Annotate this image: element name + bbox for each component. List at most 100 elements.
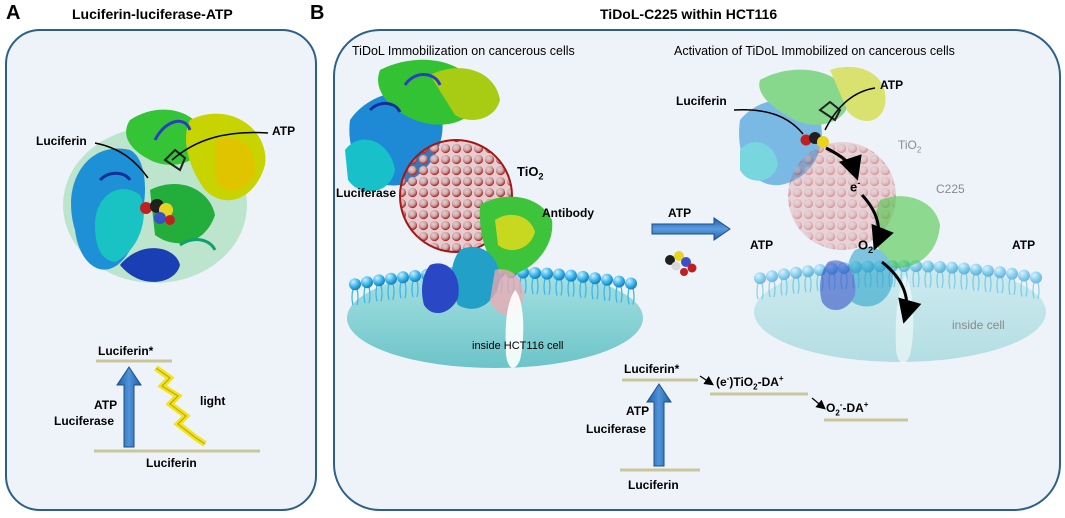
- lipid-head: [409, 269, 421, 282]
- lipid-tail: [627, 288, 635, 305]
- lipid-tail: [960, 273, 968, 290]
- lipid-tail: [399, 282, 407, 299]
- panel-a-atp-label: ATP: [272, 124, 296, 138]
- lipid-tail: [363, 287, 371, 304]
- right-atp-right-label: ATP: [1012, 238, 1036, 252]
- lipid-head: [1030, 271, 1042, 284]
- lipid-tail: [615, 286, 623, 303]
- lipid-tail: [984, 275, 992, 292]
- lipid-head: [754, 272, 766, 285]
- lipid-tail: [936, 271, 944, 289]
- lipid-tail: [603, 284, 611, 301]
- lipid-head: [970, 263, 982, 276]
- lipid-head: [958, 262, 970, 275]
- panel-a-excited-label: Luciferin*: [98, 344, 154, 358]
- left-luciferase-protein: [345, 59, 500, 192]
- right-tio2-label: TiO2: [898, 138, 922, 155]
- lipid-head: [385, 272, 397, 285]
- lipid-tail: [591, 283, 599, 300]
- lipid-tail: [531, 277, 539, 295]
- lipid-tail: [543, 278, 551, 295]
- lipid-tail: [351, 289, 359, 306]
- right-tio2-nanoparticle: [788, 142, 896, 250]
- lipid-tail: [768, 281, 776, 298]
- lipid-tail: [579, 281, 587, 298]
- lipid-tail: [756, 283, 764, 300]
- lipid-tail: [804, 276, 812, 293]
- lipid-head: [613, 275, 625, 288]
- lipid-head: [361, 276, 373, 289]
- right-superoxide-label: O2-: [858, 236, 877, 255]
- lipid-tail: [924, 271, 932, 288]
- lipid-head: [1006, 267, 1018, 280]
- panel-a-light-wave-outline: [155, 367, 206, 445]
- lipid-tail: [996, 277, 1004, 294]
- lipid-head: [577, 270, 589, 283]
- scheme-excited-label: Luciferin*: [624, 362, 680, 376]
- left-inside-cell-label: inside HCT116 cell: [472, 340, 564, 352]
- panel-a-ground-label: Luciferin: [146, 456, 197, 470]
- panel-a-letter: A: [6, 2, 21, 24]
- panel-a-light-label: light: [200, 394, 226, 408]
- panel-a-arrow-atp-label: ATP: [94, 398, 118, 412]
- lipid-head: [766, 270, 778, 283]
- atp-addition-arrow: [651, 217, 731, 241]
- lipid-head: [553, 268, 565, 281]
- right-luciferin-label: Luciferin: [676, 94, 727, 108]
- lipid-head: [589, 272, 601, 285]
- left-antibody-label: Antibody: [542, 206, 594, 220]
- left-antibody: [422, 196, 553, 368]
- right-luciferin-pointer: [733, 109, 804, 135]
- lipid-tail: [948, 272, 956, 289]
- lipid-head: [565, 269, 577, 282]
- lipid-head: [994, 266, 1006, 279]
- lipid-head: [922, 260, 934, 273]
- atp-molecule-icon: [665, 251, 697, 276]
- lipid-head: [397, 271, 409, 284]
- lipid-head: [778, 268, 790, 281]
- scheme-arrow-2: [811, 397, 826, 410]
- panel-a-title: Luciferin-luciferase-ATP: [72, 6, 233, 22]
- right-ligand: [800, 100, 842, 148]
- lipid-tail: [411, 280, 419, 298]
- right-c225-label: C225: [936, 182, 965, 196]
- right-atp-top-label: ATP: [880, 78, 904, 92]
- lipid-tail: [972, 274, 980, 291]
- lipid-head: [934, 260, 946, 273]
- lipid-tail: [780, 279, 788, 296]
- lipid-head: [625, 277, 637, 290]
- lipid-head: [601, 273, 613, 286]
- lipid-head: [982, 264, 994, 277]
- electron-transfer-arrow-2: [860, 193, 894, 251]
- right-electron-label: e-: [850, 178, 861, 195]
- panel-a-luciferin-label: Luciferin: [36, 134, 87, 148]
- lipid-head: [541, 267, 553, 280]
- lipid-tail: [912, 271, 920, 288]
- lipid-tail: [375, 285, 383, 302]
- lipid-tail: [1008, 278, 1016, 295]
- left-tio2-label: TiO2: [517, 164, 544, 182]
- lipid-tail: [1032, 282, 1040, 299]
- lipid-head: [349, 278, 361, 291]
- left-luciferase-label: Luciferase: [336, 186, 397, 200]
- lipid-tail: [555, 279, 563, 296]
- right-atp-left-label: ATP: [750, 238, 774, 252]
- scheme-arrow-atp-label: ATP: [626, 404, 650, 418]
- lipid-head: [1018, 269, 1030, 282]
- panel-a-up-arrow: [116, 366, 142, 448]
- lipid-tail: [567, 280, 575, 297]
- electron-transfer-arrow-1: [825, 146, 862, 181]
- right-tio2-tint: [788, 142, 896, 250]
- lipid-head: [790, 266, 802, 279]
- lipid-tail: [387, 283, 395, 300]
- left-cell: [347, 268, 643, 368]
- right-atp-pointer: [824, 87, 876, 131]
- panel-b-right-subtitle: Activation of TiDoL Immobilized on cance…: [674, 44, 955, 58]
- lipid-tail: [1020, 280, 1028, 297]
- panel-a-luciferin-pointer: [94, 142, 149, 179]
- lipid-head: [373, 274, 385, 287]
- atp-arrow-label: ATP: [668, 206, 692, 220]
- lipid-head: [802, 265, 814, 278]
- lipid-head: [529, 266, 541, 279]
